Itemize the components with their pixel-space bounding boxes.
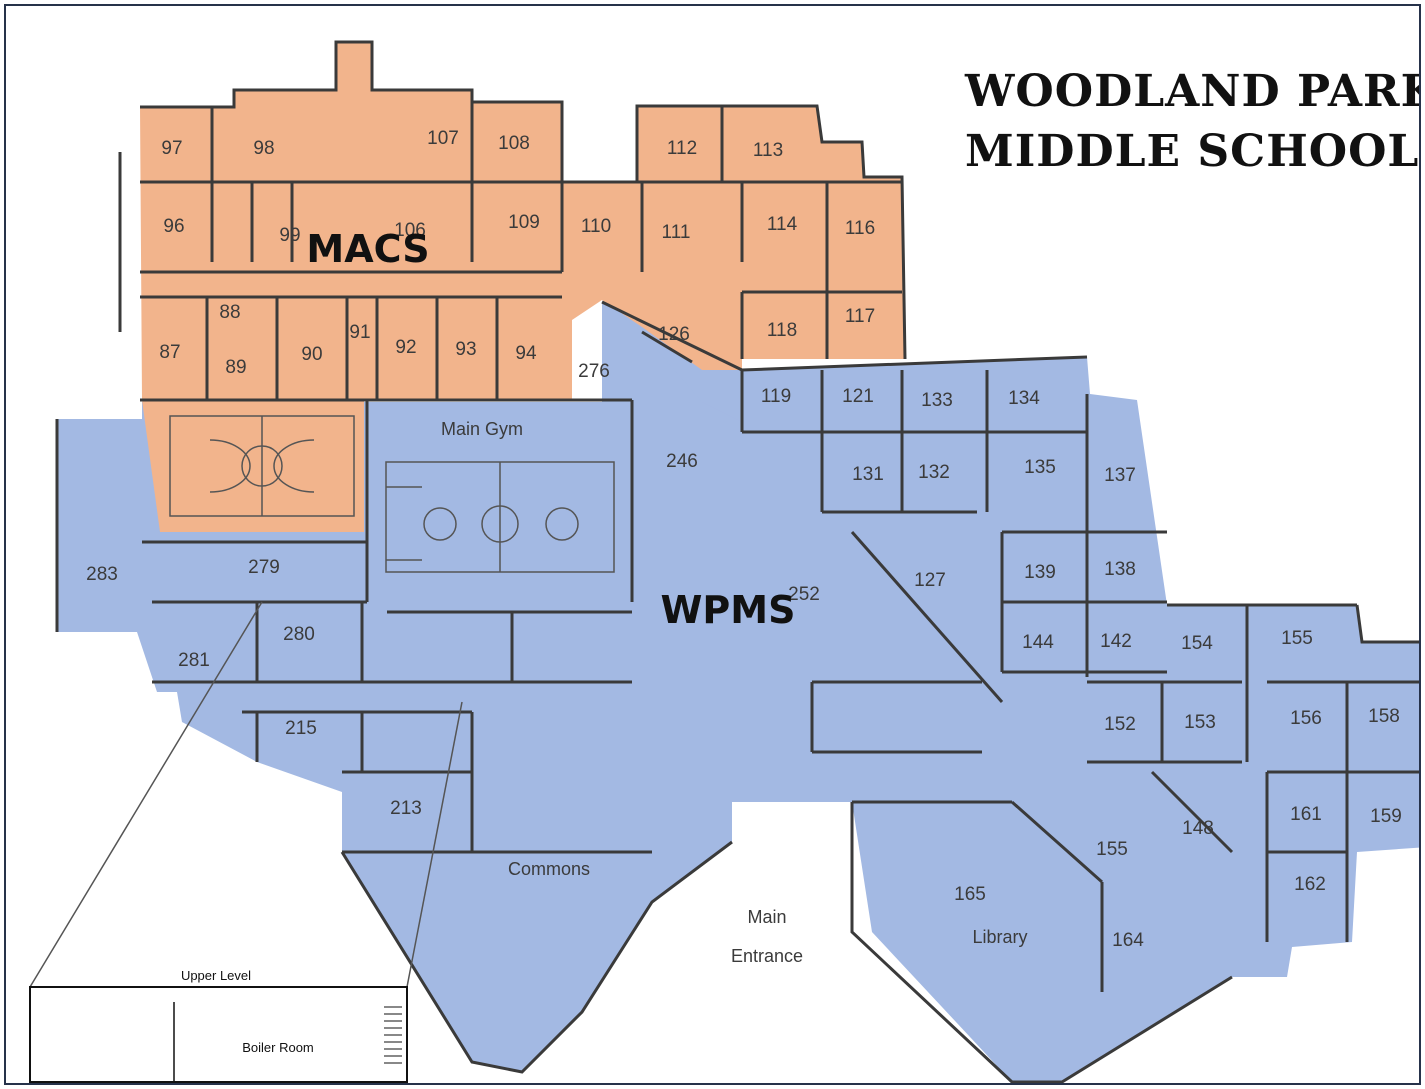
main-entrance-label-line2: Entrance bbox=[731, 946, 803, 966]
room-88-label: 88 bbox=[219, 302, 240, 323]
room-139-label: 139 bbox=[1024, 562, 1056, 583]
room-99-label: 99 bbox=[279, 225, 300, 246]
room-119-label: 119 bbox=[761, 386, 791, 407]
room-283-label: 283 bbox=[86, 564, 118, 585]
room-154-label: 154 bbox=[1181, 633, 1213, 654]
title-line-1: WOODLAND PARK bbox=[964, 66, 1421, 117]
room-133-label: 133 bbox=[921, 390, 953, 411]
room-281-label: 281 bbox=[178, 650, 210, 671]
macs-zone-label: MACS bbox=[306, 227, 429, 271]
title-line-2: MIDDLE SCHOOL bbox=[965, 126, 1419, 177]
room-92-label: 92 bbox=[395, 337, 416, 358]
room-153-label: 153 bbox=[1184, 712, 1216, 733]
room-215-label: 215 bbox=[285, 718, 317, 739]
room-142-label: 142 bbox=[1100, 631, 1132, 652]
room-107-label: 107 bbox=[427, 128, 459, 149]
room-121-label: 121 bbox=[842, 386, 874, 407]
main-entrance-label-line1: Main bbox=[747, 907, 786, 927]
room-161-label: 161 bbox=[1290, 804, 1322, 825]
room-280-label: 280 bbox=[283, 624, 315, 645]
floor-plan-map: Upper Level Boiler Room 97 98 107 108 112 113… bbox=[29, 40, 1421, 1083]
room-156-label: 156 bbox=[1290, 708, 1322, 729]
macs-gym-court bbox=[169, 415, 355, 517]
room-90-label: 90 bbox=[301, 344, 322, 365]
room-144-label: 144 bbox=[1022, 632, 1054, 653]
room-162-label: 162 bbox=[1294, 874, 1326, 895]
room-118-label: 118 bbox=[767, 320, 797, 341]
boiler-room-label: Boiler Room bbox=[242, 1040, 314, 1055]
room-117-label: 117 bbox=[845, 306, 875, 327]
room-116-label: 116 bbox=[845, 218, 875, 239]
room-165-label: 165 bbox=[954, 884, 986, 905]
room-134-label: 134 bbox=[1008, 388, 1040, 409]
upper-level-inset: Upper Level Boiler Room bbox=[29, 601, 463, 1083]
room-132-label: 132 bbox=[918, 462, 950, 483]
wall-lines bbox=[55, 40, 1419, 1083]
room-112-label: 112 bbox=[667, 138, 697, 159]
inset-stairs bbox=[384, 1006, 402, 1064]
room-246-label: 246 bbox=[666, 451, 698, 472]
main-gym-label: Main Gym bbox=[441, 419, 523, 439]
room-148-label: 148 bbox=[1182, 818, 1214, 839]
room-87-label: 87 bbox=[159, 342, 180, 363]
room-113-label: 113 bbox=[753, 140, 783, 161]
room-213-label: 213 bbox=[390, 798, 422, 819]
room-91-label: 91 bbox=[349, 322, 370, 343]
room-108-label: 108 bbox=[498, 133, 530, 154]
room-159-label: 159 bbox=[1370, 806, 1402, 827]
room-98-label: 98 bbox=[253, 138, 274, 159]
room-110-label: 110 bbox=[581, 216, 611, 237]
room-labels: 97 98 107 108 112 113 96 99 106 109 110 111 114 116 88… bbox=[86, 128, 1402, 951]
upper-level-label: Upper Level bbox=[181, 968, 251, 983]
commons-label: Commons bbox=[508, 859, 590, 879]
room-138-label: 138 bbox=[1104, 559, 1136, 580]
room-131-label: 131 bbox=[852, 464, 884, 485]
room-152-label: 152 bbox=[1104, 714, 1136, 735]
room-127-label: 127 bbox=[914, 570, 946, 591]
room-96-label: 96 bbox=[163, 216, 184, 237]
room-252-label: 252 bbox=[788, 584, 820, 605]
room-135-label: 135 bbox=[1024, 457, 1056, 478]
room-97-label: 97 bbox=[161, 138, 182, 159]
room-155-label: 155 bbox=[1281, 628, 1313, 649]
room-94-label: 94 bbox=[515, 343, 537, 364]
room-106-label: 106 bbox=[394, 220, 426, 241]
room-111-label: 111 bbox=[662, 222, 691, 243]
room-279-label: 279 bbox=[248, 557, 280, 578]
room-114-label: 114 bbox=[767, 214, 798, 235]
room-126-label: 126 bbox=[658, 324, 690, 345]
room-109-label: 109 bbox=[508, 212, 540, 233]
room-276-label: 276 bbox=[578, 361, 610, 382]
room-89-label: 89 bbox=[225, 357, 246, 378]
room-137-label: 137 bbox=[1104, 465, 1136, 486]
room-164-label: 164 bbox=[1112, 930, 1144, 951]
main-gym-court bbox=[385, 461, 615, 573]
room-158-label: 158 bbox=[1368, 706, 1400, 727]
room-155-label: 155 bbox=[1096, 839, 1128, 860]
wpms-zone-label: WPMS bbox=[661, 588, 796, 632]
macs-region bbox=[140, 42, 905, 532]
library-label: Library bbox=[972, 927, 1027, 947]
wpms-region bbox=[57, 302, 1419, 1082]
room-93-label: 93 bbox=[455, 339, 476, 360]
map-frame: Upper Level Boiler Room 97 98 107 108 112 113… bbox=[4, 4, 1421, 1085]
